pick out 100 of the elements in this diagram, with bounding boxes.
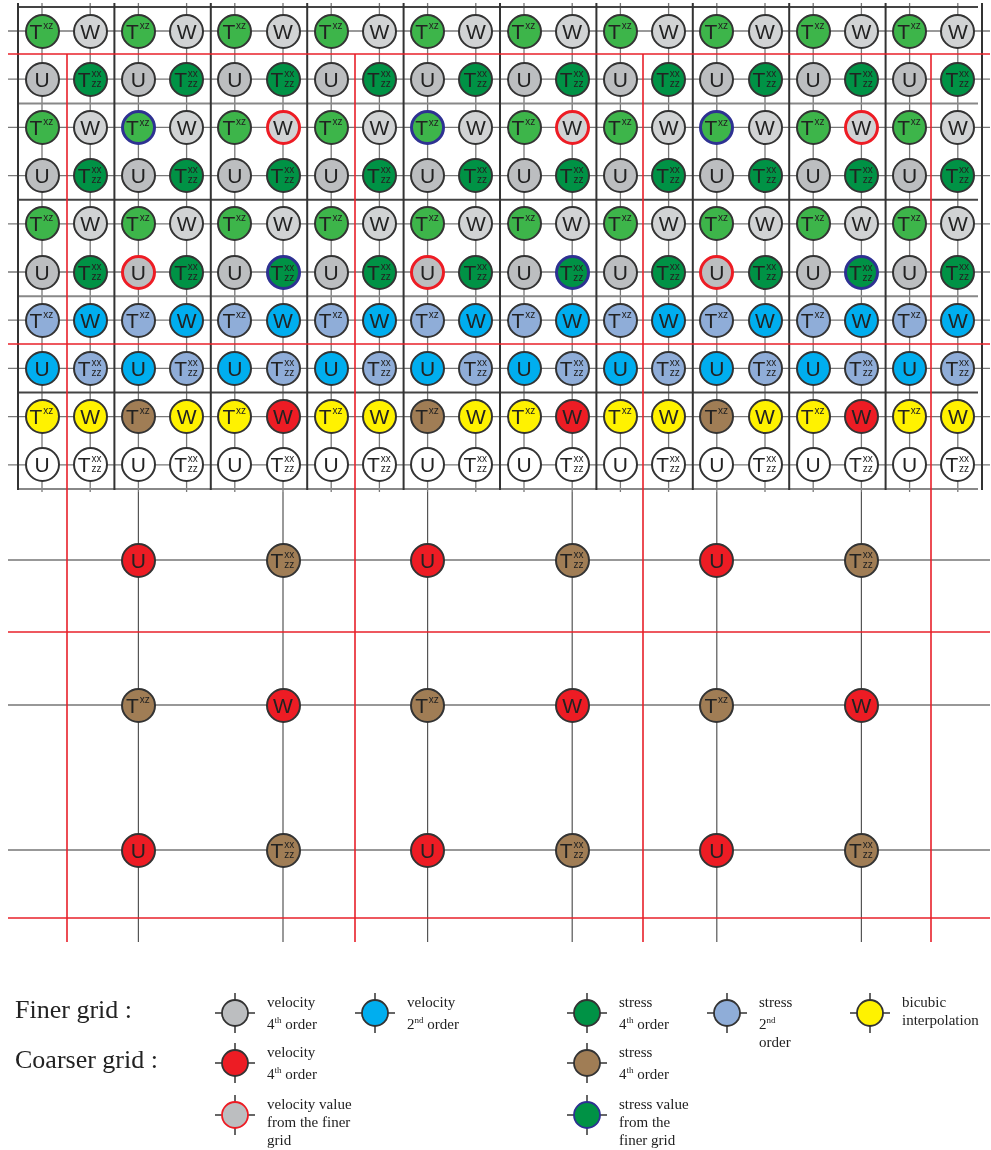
grid-point-circle: W bbox=[651, 13, 687, 49]
grid-point-circle: W bbox=[747, 399, 783, 435]
grid-point-circle: W bbox=[169, 302, 205, 338]
grid-point-circle: W bbox=[940, 206, 976, 242]
legend-label: velocity 4$^{th}$ order bbox=[267, 993, 318, 1033]
group-heading: Finer grid : bbox=[15, 995, 132, 1025]
grid-point-circle: T$^{xz}$ bbox=[602, 206, 638, 242]
grid-point-circle: U bbox=[506, 158, 542, 194]
grid-point-circle: W bbox=[72, 302, 108, 338]
grid-point-circle: U bbox=[602, 350, 638, 386]
grid-point-circle: W bbox=[265, 687, 301, 723]
grid-point-circle: U bbox=[602, 158, 638, 194]
grid-point-circle: T$^{xz}$ bbox=[313, 399, 349, 435]
grid-point-circle: W bbox=[747, 13, 783, 49]
grid-point-circle: U bbox=[699, 350, 735, 386]
grid-point-circle: U bbox=[120, 254, 156, 290]
grid-point-circle: W bbox=[265, 13, 301, 49]
grid-point-circle: W bbox=[940, 109, 976, 145]
grid-point-circle: T$^{xz}$ bbox=[795, 206, 831, 242]
grid-point-circle: W bbox=[843, 687, 879, 723]
grid-point-circle: T$^{xz}$ bbox=[313, 13, 349, 49]
grid-point-circle: U bbox=[120, 350, 156, 386]
grid-point-circle: W bbox=[361, 206, 397, 242]
grid-point-circle: U bbox=[602, 61, 638, 97]
grid-point-circle: W bbox=[554, 13, 590, 49]
grid-point-circle: T$^{xz}$ bbox=[217, 399, 253, 435]
grid-point-circle: T$^{xz}$ bbox=[602, 13, 638, 49]
grid-point-circle: W bbox=[265, 302, 301, 338]
grid-point-circle: T$^{xz}$ bbox=[217, 206, 253, 242]
grid-point-circle: T$^{xz}$ bbox=[602, 109, 638, 145]
grid-point-circle: U bbox=[24, 61, 60, 97]
grid-point-circle: W bbox=[361, 399, 397, 435]
grid-point-circle: T$^{xz}$ bbox=[120, 206, 156, 242]
grid-point-circle: U bbox=[217, 254, 253, 290]
grid-point-circle: U bbox=[506, 254, 542, 290]
grid-point-circle: W bbox=[940, 399, 976, 435]
grid-point-circle: U bbox=[120, 542, 156, 578]
grid-point-circle: W bbox=[940, 13, 976, 49]
grid-point-circle: W bbox=[72, 13, 108, 49]
grid-point-circle: U bbox=[892, 61, 928, 97]
grid-point-circle: T$^{xz}$ bbox=[699, 687, 735, 723]
legend-label: stress 4$^{th}$ order bbox=[619, 993, 669, 1033]
grid-point-circle: T$^{xz}$ bbox=[699, 399, 735, 435]
grid-point-circle: W bbox=[554, 399, 590, 435]
grid-point-circle: W bbox=[843, 302, 879, 338]
grid-point-circle: U bbox=[313, 158, 349, 194]
grid-point-circle: W bbox=[361, 109, 397, 145]
grid-point-circle: W bbox=[843, 13, 879, 49]
grid-point-circle: T$^{xz}$ bbox=[506, 399, 542, 435]
grid-point-circle: T$^{xz}$ bbox=[892, 206, 928, 242]
grid-point-circle: W bbox=[554, 206, 590, 242]
grid-point-circle: T$^{xz}$ bbox=[120, 302, 156, 338]
grid-point-circle: U bbox=[795, 254, 831, 290]
grid-point-circle: W bbox=[72, 206, 108, 242]
grid-point-circle: W bbox=[458, 399, 494, 435]
grid-point-circle: W bbox=[554, 302, 590, 338]
grid-point-circle: U bbox=[892, 447, 928, 483]
grid-point-circle: W bbox=[72, 399, 108, 435]
grid-point-circle: T$^{xz}$ bbox=[120, 109, 156, 145]
grid-point-circle: U bbox=[120, 61, 156, 97]
grid-point-circle: W bbox=[843, 206, 879, 242]
grid-point-circle: W bbox=[265, 399, 301, 435]
grid-point-circle: T$^{xz}$ bbox=[217, 302, 253, 338]
grid-point-circle: U bbox=[699, 61, 735, 97]
grid-point-circle: U bbox=[410, 832, 446, 868]
grid-point-circle: U bbox=[120, 832, 156, 868]
grid-point-circle: U bbox=[699, 254, 735, 290]
grid-point-circle: W bbox=[169, 13, 205, 49]
legend-label: velocity 2$^{nd}$ order bbox=[407, 993, 460, 1033]
grid-point-circle: W bbox=[651, 206, 687, 242]
grid-point-circle: W bbox=[458, 109, 494, 145]
grid-point-circle: W bbox=[265, 109, 301, 145]
grid-point-circle: T$^{xz}$ bbox=[699, 13, 735, 49]
grid-point-circle: U bbox=[24, 158, 60, 194]
grid-point-circle: T$^{xz}$ bbox=[892, 13, 928, 49]
legend-label: stress value from the finer grid bbox=[619, 1095, 690, 1149]
grid-point-circle: T$^{xz}$ bbox=[313, 109, 349, 145]
grid-point-circle: T$^{xz}$ bbox=[120, 399, 156, 435]
grid-point-circle: W bbox=[747, 206, 783, 242]
grid-point-circle: W bbox=[169, 399, 205, 435]
grid-point-circle: U bbox=[699, 447, 735, 483]
grid-point-circle: U bbox=[602, 447, 638, 483]
grid-point-circle: U bbox=[313, 254, 349, 290]
grid-point-circle: W bbox=[169, 109, 205, 145]
grid-point-circle: U bbox=[699, 542, 735, 578]
grid-point-circle: T$^{xz}$ bbox=[120, 687, 156, 723]
grid-point-circle: U bbox=[217, 61, 253, 97]
legend-label: velocity 4$^{th}$ order bbox=[267, 1043, 318, 1083]
grid-point-circle: T$^{xz}$ bbox=[506, 206, 542, 242]
grid-point-circle: T$^{xz}$ bbox=[410, 302, 446, 338]
grid-point-circle: W bbox=[72, 109, 108, 145]
grid-point-circle: T$^{xz}$ bbox=[24, 206, 60, 242]
grid-point-circle: W bbox=[651, 399, 687, 435]
grid-point-circle: T$^{xz}$ bbox=[24, 13, 60, 49]
legend-label: bicubic interpolation bbox=[902, 993, 980, 1029]
grid-point-circle: U bbox=[410, 158, 446, 194]
grid-point-circle: U bbox=[795, 61, 831, 97]
grid-point-circle: W bbox=[747, 302, 783, 338]
grid-point-circle: U bbox=[410, 254, 446, 290]
grid-point-circle: U bbox=[892, 350, 928, 386]
